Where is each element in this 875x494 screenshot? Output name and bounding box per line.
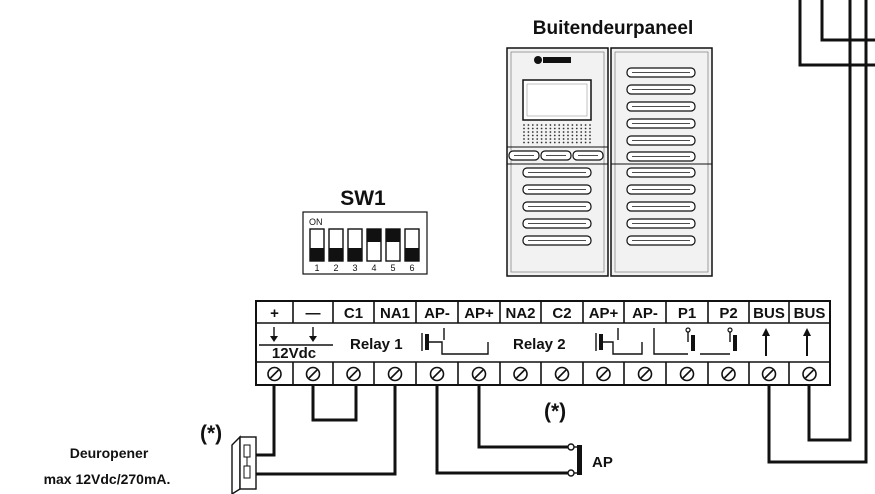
push-button-icon: [567, 443, 582, 477]
screw-terminal-icon: [679, 366, 695, 382]
panel-button: [626, 218, 696, 229]
dip-switch-1: 1: [309, 228, 325, 273]
screw-terminal-icon: [721, 366, 736, 382]
screw-terminal-icon: [554, 366, 570, 382]
golmar-logo: [534, 56, 571, 64]
cable-loops: [798, 0, 875, 67]
push-button-asterisk: (*): [544, 400, 566, 423]
p1-p2-contacts: [653, 327, 737, 355]
panel-display: [522, 79, 592, 121]
dip-number: 3: [352, 263, 357, 273]
dip-switch: ON 1 2 3 4 5 6: [302, 211, 428, 275]
door-opener-name: Deuropener: [70, 445, 149, 461]
panel-button: [626, 184, 696, 195]
terminal-label: —: [306, 305, 321, 322]
dip-switch-2: 2: [328, 228, 344, 273]
panel-button: [626, 167, 696, 178]
panel-button: [626, 84, 696, 95]
panel-button: [522, 167, 592, 178]
dip-switch-4: 4: [366, 228, 382, 273]
supply-label: 12Vdc: [272, 345, 316, 362]
panel-buttons-left: [508, 150, 604, 246]
terminal-label: NA2: [505, 305, 535, 322]
panel-button: [522, 218, 592, 229]
terminal-label: AP-: [424, 305, 450, 322]
panel-button: [626, 101, 696, 112]
panel-button: [626, 201, 696, 212]
terminal-label: +: [270, 305, 279, 322]
terminal-label: BUS: [794, 305, 826, 322]
screw-terminal-icon: [387, 366, 403, 382]
screw-terminal-icon: [346, 366, 361, 382]
panel-button: [626, 67, 696, 78]
panel-button: [626, 235, 696, 246]
terminal-label: AP-: [632, 305, 658, 322]
terminal-block: + — C1 NA1 AP- AP+ NA2 C2 AP+ AP- P1 P2 BUS BUS 12Vdc…: [255, 300, 831, 386]
push-button-label: AP: [592, 454, 613, 471]
screw-terminal-icon: [596, 366, 611, 382]
terminal-label: P2: [719, 305, 737, 322]
arrow-down-icon: [309, 336, 317, 342]
arrow-down-icon: [270, 336, 278, 342]
terminal-label: C2: [552, 305, 571, 322]
wiring: [256, 0, 868, 476]
dip-switch-5: 5: [385, 228, 401, 273]
screw-terminal-icon: [761, 366, 777, 382]
arrow-up-icon: [803, 328, 811, 336]
screw-terminal-icon: [802, 366, 817, 382]
door-opener-icon: [231, 435, 257, 494]
supply-arrows: [259, 327, 333, 346]
bus-arrows: [762, 328, 811, 356]
terminal-label: AP+: [589, 305, 619, 322]
panel-button: [540, 150, 572, 161]
terminal-label: NA1: [380, 305, 410, 322]
dip-number: 5: [390, 263, 395, 273]
arrow-up-icon: [762, 328, 770, 336]
terminal-label: BUS: [753, 305, 785, 322]
panel-button: [508, 150, 540, 161]
screw-terminal-icon: [513, 366, 528, 382]
relay-contact-icon: [595, 328, 643, 355]
panel-button: [522, 201, 592, 212]
panel-buttons-right: [626, 67, 696, 246]
panel-button: [522, 235, 592, 246]
screw-terminal-icon: [429, 366, 445, 382]
screw-terminal-icon: [471, 366, 487, 382]
terminal-label: AP+: [464, 305, 494, 322]
panel-title: Buitendeurpaneel: [533, 18, 693, 39]
panel-button: [626, 118, 696, 129]
door-opener-spec: max 12Vdc/270mA.: [44, 471, 171, 487]
screw-terminal-icon: [637, 366, 653, 382]
dip-on-label: ON: [309, 217, 323, 227]
dip-number: 6: [409, 263, 414, 273]
terminal-label: C1: [344, 305, 363, 322]
dip-number: 4: [371, 263, 376, 273]
panel-button: [572, 150, 604, 161]
relay2-label: Relay 2: [513, 336, 566, 353]
dip-switch-title: SW1: [340, 187, 386, 210]
panel-button: [626, 135, 696, 146]
door-opener-asterisk: (*): [200, 422, 222, 445]
screw-terminal-icon: [267, 366, 282, 382]
dip-number: 1: [314, 263, 319, 273]
screw-terminal-icon: [305, 366, 321, 382]
dip-switch-3: 3: [347, 228, 363, 273]
speaker-grille: [523, 124, 591, 144]
panel-button: [522, 184, 592, 195]
panel-button: [626, 151, 696, 162]
outdoor-panel: [506, 47, 713, 277]
relay1-label: Relay 1: [350, 336, 403, 353]
relay-contact-icon: [421, 328, 489, 355]
terminal-label: P1: [678, 305, 696, 322]
dip-number: 2: [333, 263, 338, 273]
dip-switch-6: 6: [404, 228, 420, 273]
